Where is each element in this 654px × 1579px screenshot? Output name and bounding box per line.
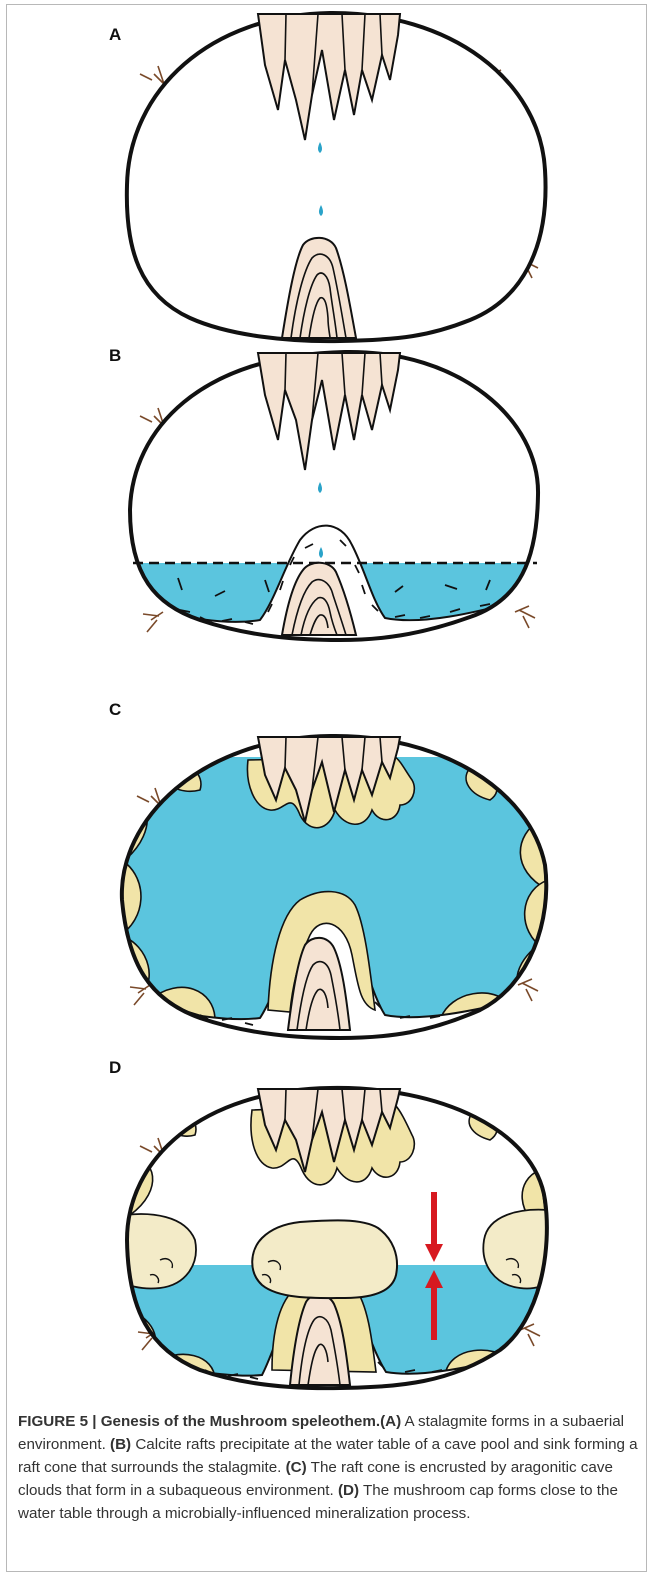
caption-c-tag: (C) [286,1459,307,1476]
panel-d: D [109,1058,560,1400]
caption-a-tag: (A) [380,1413,401,1430]
caption-b-tag: (B) [110,1436,131,1453]
panel-a-label: A [109,25,121,44]
panel-c: C [109,700,560,1050]
caption-title: FIGURE 5 | Genesis of the Mushroom spele… [18,1413,380,1430]
panel-c-label: C [109,700,121,719]
mushroom-cap [252,1220,397,1298]
panel-d-label: D [109,1058,121,1077]
panel-b: B [109,346,550,653]
figure-caption: FIGURE 5 | Genesis of the Mushroom spele… [18,1410,638,1525]
caption-d-tag: (D) [338,1482,359,1499]
panel-b-label: B [109,346,121,365]
panel-a: A [109,13,546,341]
